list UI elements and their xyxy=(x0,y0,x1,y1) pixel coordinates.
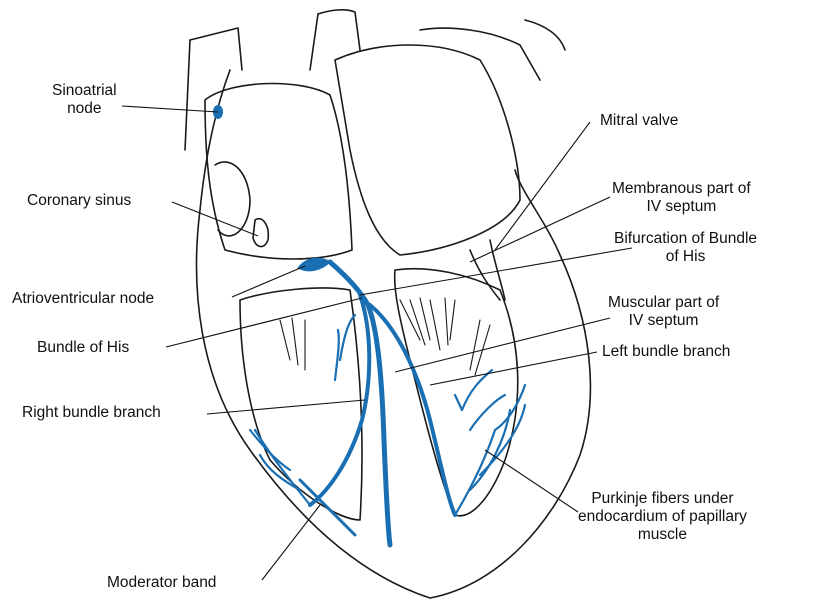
label-right-bundle: Right bundle branch xyxy=(22,404,161,422)
label-membranous: Membranous part of IV septum xyxy=(612,180,751,216)
av-node-shape xyxy=(298,258,330,271)
leader-sa-node xyxy=(122,106,218,112)
purkinje-fibers-left xyxy=(455,370,525,515)
leader-mitral-valve xyxy=(495,122,590,250)
label-sa-node: Sinoatrial node xyxy=(52,82,117,118)
label-mitral-valve: Mitral valve xyxy=(600,112,678,130)
leader-bundle-his xyxy=(166,298,362,347)
label-moderator-band: Moderator band xyxy=(107,574,216,592)
label-muscular: Muscular part of IV septum xyxy=(608,294,719,330)
purkinje-fibers-right xyxy=(250,315,355,505)
leader-coronary-sinus xyxy=(172,202,258,236)
leader-membranous xyxy=(470,197,610,262)
leader-purkinje xyxy=(485,450,578,512)
leader-right-bundle xyxy=(207,400,365,414)
label-left-bundle: Left bundle branch xyxy=(602,343,730,361)
papillary-chordae xyxy=(280,298,490,375)
label-bundle-his: Bundle of His xyxy=(37,339,129,357)
label-av-node: Atrioventricular node xyxy=(12,290,154,308)
conduction-system xyxy=(213,105,525,545)
bundle-of-his-path xyxy=(330,262,390,545)
label-coronary-sinus: Coronary sinus xyxy=(27,192,131,210)
label-bifurcation: Bifurcation of Bundle of His xyxy=(614,230,757,266)
leader-moderator-band xyxy=(262,505,320,580)
label-purkinje: Purkinje fibers under endocardium of pap… xyxy=(578,490,747,544)
